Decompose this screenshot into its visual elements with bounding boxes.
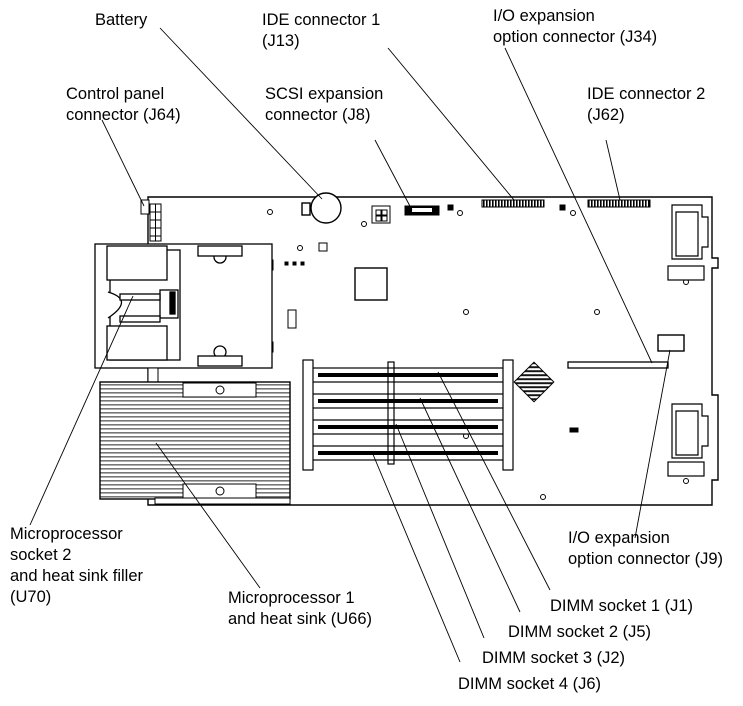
cpu-1-heat-sink	[99, 367, 291, 505]
io-connector-j9-label-line2: option connector (J9)	[568, 550, 724, 568]
ide-connector-2-label-line1: IDE connector 2	[587, 85, 706, 103]
dimm-socket-1-label-line: DIMM socket 1 (J1)	[550, 597, 694, 615]
rear-ports	[667, 204, 709, 477]
dimm-socket-4-label-line: DIMM socket 4 (J6)	[458, 675, 602, 693]
battery-label: Battery	[95, 10, 147, 31]
cpu-1-label-line1: Microprocessor 1	[228, 589, 355, 607]
dimm-socket-2-label-line: DIMM socket 2 (J5)	[508, 623, 652, 641]
dimm-socket-3-label: DIMM socket 3 (J2)	[482, 648, 625, 669]
scsi-connector-j8	[371, 205, 440, 224]
scsi-connector-label: SCSI expansion connector (J8)	[265, 84, 383, 126]
dimm-sockets	[302, 359, 514, 471]
cpu-socket-2-label-line1: Microprocessor	[10, 525, 123, 543]
io-connector-j34	[567, 361, 669, 369]
io-connector-j34-label: I/O expansion option connector (J34)	[493, 6, 657, 48]
ide-connector-1-label-line2: (J13)	[262, 32, 300, 50]
battery	[301, 192, 342, 224]
ide-connector-j13	[481, 199, 545, 208]
scsi-label-line1: SCSI expansion	[265, 85, 384, 103]
ide-connector-2-label: IDE connector 2 (J62)	[587, 84, 705, 126]
dimm-socket-1-label: DIMM socket 1 (J1)	[550, 596, 693, 617]
ide-connector-j62	[587, 199, 651, 208]
dimm-socket-3-label-line: DIMM socket 3 (J2)	[482, 649, 626, 667]
cpu-1-label-line2: and heat sink (U66)	[228, 610, 372, 628]
dimm-socket-4-label: DIMM socket 4 (J6)	[458, 674, 601, 695]
io-connector-j34-label-line2: option connector (J34)	[493, 28, 658, 46]
ide-connector-2-label-line2: (J62)	[587, 106, 625, 124]
control-panel-connector-j64	[140, 199, 162, 242]
ide-connector-1-label: IDE connector 1 (J13)	[262, 10, 380, 52]
io-connector-j9-label: I/O expansion option connector (J9)	[568, 528, 723, 570]
battery-label-line: Battery	[95, 11, 148, 29]
chipset-heat-fins	[513, 361, 555, 403]
cpu-socket-2-label-line4: (U70)	[10, 588, 52, 606]
control-panel-connector-label: Control panel connector (J64)	[66, 84, 181, 126]
cpu-socket-2-label-line2: socket 2	[10, 546, 72, 564]
cpu-socket-2-label: Microprocessor socket 2 and heat sink fi…	[10, 524, 143, 608]
io-connector-j34-label-line1: I/O expansion	[493, 7, 595, 25]
cpu-1-label: Microprocessor 1 and heat sink (U66)	[228, 588, 372, 630]
control-panel-label-line2: connector (J64)	[66, 106, 181, 124]
scsi-label-line2: connector (J8)	[265, 106, 371, 124]
io-connector-j9-label-line1: I/O expansion	[568, 529, 670, 547]
cpu-socket-2-label-line3: and heat sink filler	[10, 567, 143, 585]
leader-lines	[29, 27, 671, 663]
ide-connector-1-label-line1: IDE connector 1	[262, 11, 381, 29]
cpu-socket-2-filler	[94, 243, 273, 369]
dimm-socket-2-label: DIMM socket 2 (J5)	[508, 622, 651, 643]
control-panel-label-line1: Control panel	[66, 85, 165, 103]
